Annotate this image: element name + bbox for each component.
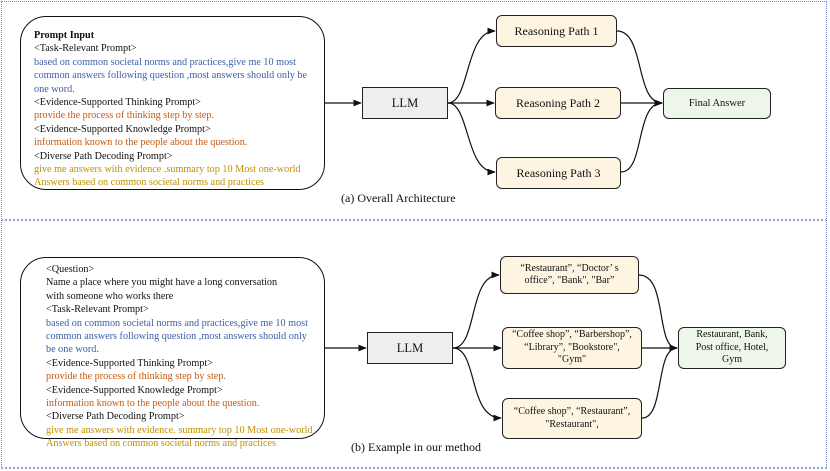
text-line: Restaurant, Bank,	[696, 329, 768, 341]
prompt-line: give me answers with evidence. summary t…	[46, 424, 313, 436]
prompt-line: based on common societal norms and pract…	[46, 317, 308, 329]
final-answer-label: Final Answer	[688, 98, 746, 109]
prompt-line: <Evidence-Supported Knowledge Prompt>	[34, 123, 211, 135]
prompt-line: <Evidence-Supported Thinking Prompt>	[34, 97, 201, 109]
final-answer-node-b: Restaurant, Bank,Post office, Hotel,Gym	[678, 327, 786, 369]
reasoning-path-1: Reasoning Path 1	[496, 15, 617, 47]
prompt-line: <Task-Relevant Prompt>	[34, 43, 137, 55]
prompt-line: <Question>	[46, 264, 95, 275]
prompt-line: with someone who works there	[46, 290, 174, 302]
prompt-line: provide the process of thinking step by …	[34, 110, 214, 122]
prompt-line: common answers following question ,most …	[46, 331, 307, 343]
final-answer-node-a: Final Answer	[663, 88, 771, 119]
caption-a: (a) Overall Architecture	[341, 191, 456, 205]
prompt-line: be one word.	[46, 344, 99, 356]
llm-node-b: LLM	[367, 332, 453, 364]
text-line: “Coffee shop”, “Barbershop”,	[512, 329, 632, 341]
example-path-2: “Coffee shop”, “Barbershop”,“Library”, "…	[502, 327, 642, 369]
prompt-input-box: Prompt Input <Task-Relevant Prompt>based…	[20, 16, 325, 190]
reasoning-path-label: Reasoning Path 2	[516, 95, 600, 110]
prompt-line: Answers based on common societal norms a…	[46, 438, 277, 450]
text-line: Post office, Hotel,	[695, 341, 769, 353]
example-path-3: “Coffee shop”, “Restaurant”,"Restaurant"…	[502, 398, 642, 439]
prompt-line: Answers based on common societal norms a…	[34, 177, 265, 189]
panel-overall-architecture	[1, 1, 827, 221]
text-line: “Library”, "Bookstore",	[524, 341, 620, 353]
text-line: “Coffee shop”, “Restaurant”,	[513, 406, 631, 417]
prompt-line: based on common societal norms and pract…	[34, 56, 296, 68]
reasoning-path-2: Reasoning Path 2	[495, 87, 621, 119]
prompt-line: <Task-Relevant Prompt>	[46, 304, 149, 316]
llm-label: LLM	[391, 95, 419, 110]
prompt-line: information known to the people about th…	[46, 398, 260, 410]
reasoning-path-label: Reasoning Path 3	[516, 165, 601, 180]
prompt-line: provide the process of thinking step by …	[46, 371, 226, 383]
llm-label: LLM	[396, 340, 424, 355]
prompt-line: <Diverse Path Decoding Prompt>	[34, 150, 173, 162]
text-line: office”, "Bank", "Bar”	[524, 275, 615, 286]
prompt-lines: <Task-Relevant Prompt>based on common so…	[34, 42, 324, 189]
prompt-input-title: Prompt Input	[34, 30, 95, 41]
final-answer-text: Restaurant, Bank,Post office, Hotel,Gym	[696, 329, 769, 367]
reasoning-path-3: Reasoning Path 3	[496, 157, 621, 189]
example-path-text: “Coffee shop”, “Barbershop”,“Library”, "…	[512, 329, 632, 367]
text-line: "Gym"	[557, 354, 587, 366]
prompt-lines: <Question> Name a place where you might h…	[46, 263, 324, 451]
prompt-line: common answers following question ,most …	[34, 70, 308, 82]
prompt-line: <Evidence-Supported Knowledge Prompt>	[46, 384, 223, 396]
example-path-text: “Coffee shop”, “Restaurant”,"Restaurant"…	[514, 406, 630, 431]
prompt-line: one word.	[34, 83, 75, 95]
text-line: Gym	[722, 354, 742, 366]
llm-node-a: LLM	[362, 87, 448, 119]
prompt-line: <Evidence-Supported Thinking Prompt>	[46, 357, 213, 369]
reasoning-path-label: Reasoning Path 1	[514, 23, 599, 38]
text-line: "Restaurant",	[545, 418, 599, 430]
prompt-line: Name a place where you might have a long…	[46, 277, 278, 289]
panel-example-method	[1, 220, 827, 469]
prompt-line: <Diverse Path Decoding Prompt>	[46, 411, 185, 423]
prompt-line: information known to the people about th…	[34, 137, 248, 149]
prompt-line: give me answers with evidence .summary t…	[34, 164, 301, 176]
text-line: “Restaurant”, “Doctor’ s	[520, 262, 619, 274]
question-prompt-box: <Question> Name a place where you might h…	[20, 257, 325, 449]
caption-b: (b) Example in our method	[351, 440, 481, 454]
